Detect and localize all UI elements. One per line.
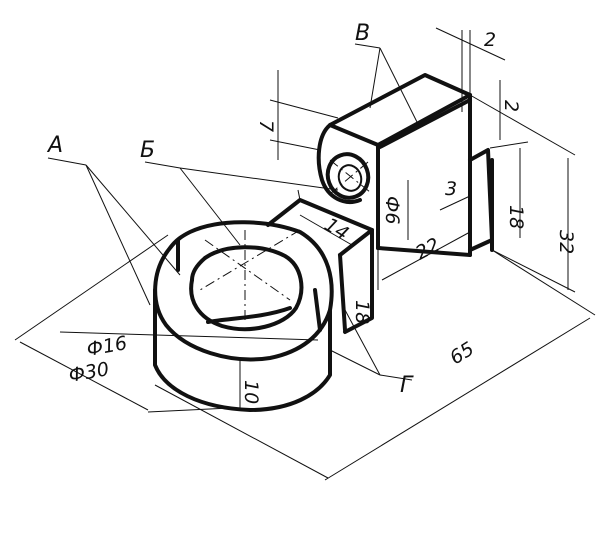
reference-letters: А Б В Г bbox=[46, 21, 414, 398]
dim-2-side: 2 bbox=[500, 100, 522, 112]
dim-22: 22 bbox=[412, 234, 444, 265]
dim-phi30: Ф30 bbox=[67, 358, 111, 387]
leader-lines bbox=[47, 43, 421, 381]
center-lines bbox=[199, 159, 371, 320]
dim-18-front: 18 bbox=[351, 300, 373, 324]
dim-65: 65 bbox=[446, 338, 478, 369]
dim-18-right: 18 bbox=[505, 205, 527, 229]
dim-2-top: 2 bbox=[484, 29, 496, 51]
label-g: Г bbox=[400, 373, 414, 398]
label-b: Б bbox=[140, 138, 155, 163]
dim-10: 10 bbox=[240, 380, 262, 404]
dim-32: 32 bbox=[555, 230, 577, 254]
dimension-values: 65 32 22 18 18 14 10 7 3 2 2 Ф6 Ф16 Ф30 bbox=[67, 29, 577, 404]
dim-phi16: Ф16 bbox=[85, 332, 129, 361]
dim-3: 3 bbox=[445, 178, 457, 200]
part-outline bbox=[153, 73, 494, 412]
dim-phi6: Ф6 bbox=[381, 196, 403, 224]
dim-7: 7 bbox=[255, 120, 277, 132]
label-v: В bbox=[355, 21, 370, 46]
dimension-lines bbox=[14, 27, 596, 481]
label-a: А bbox=[46, 133, 63, 158]
